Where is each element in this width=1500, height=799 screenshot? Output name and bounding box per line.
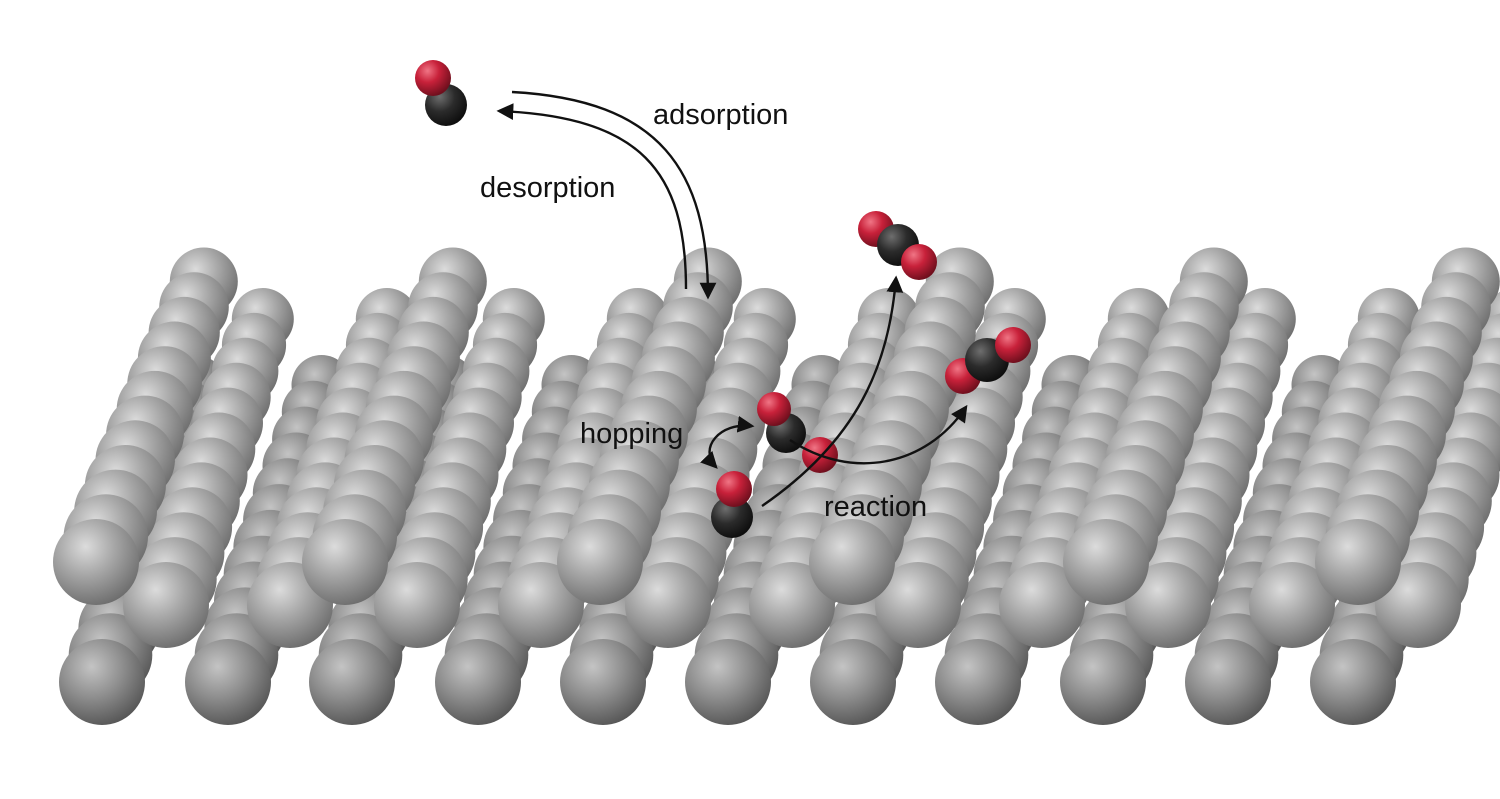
surface-atom (935, 639, 1021, 725)
surface-atom (1310, 639, 1396, 725)
reaction-arrow-desorbing (761, 275, 904, 507)
surface-atom (875, 562, 961, 648)
surface-atom (809, 519, 895, 605)
surface-atom (1185, 639, 1271, 725)
surface-atom (560, 639, 646, 725)
co-molecule-adsorbed-lower (711, 471, 753, 538)
surface-atom (810, 639, 896, 725)
surface-atom (185, 639, 271, 725)
adsorption-arrow (511, 90, 717, 300)
surface-atom (123, 562, 209, 648)
process-arrows (496, 90, 968, 507)
oxygen-atom (415, 60, 451, 96)
surface-atom (685, 639, 771, 725)
surface-atom (625, 562, 711, 648)
adsorption-label: adsorption (653, 99, 788, 131)
oxygen-atom (757, 392, 791, 426)
surface-atom (1375, 562, 1461, 648)
co2-molecule-forming (945, 327, 1031, 394)
co2-molecule-gas (858, 211, 937, 280)
surface-atom (1125, 562, 1211, 648)
hopping-arrow (700, 415, 755, 469)
co-molecule-gas (415, 60, 467, 126)
oxygen-atom (995, 327, 1031, 363)
metal-surface (53, 247, 1500, 725)
desorption-label: desorption (480, 172, 615, 204)
surface-atom (302, 519, 388, 605)
surface-atom (749, 562, 835, 648)
surface-layer-top (53, 247, 1500, 605)
surface-atom (435, 639, 521, 725)
hopping-label: hopping (580, 418, 683, 450)
carbon-atom (711, 496, 753, 538)
surface-atom (557, 519, 643, 605)
surface-atom (1315, 519, 1401, 605)
surface-atom (53, 519, 139, 605)
molecules (415, 60, 1031, 538)
surface-atom (1060, 639, 1146, 725)
surface-atom (1063, 519, 1149, 605)
surface-atom (498, 562, 584, 648)
reaction-label: reaction (824, 491, 927, 523)
oxygen-atom (716, 471, 752, 507)
surface-atom (309, 639, 395, 725)
surface-atom (374, 562, 460, 648)
process-labels: adsorption desorption hopping reaction (480, 99, 927, 523)
surface-atom (999, 562, 1085, 648)
desorption-arrow (496, 103, 688, 290)
oxygen-atom (901, 244, 937, 280)
reaction-arrow-forming (789, 404, 968, 465)
surface-atom (1249, 562, 1335, 648)
surface-atom (59, 639, 145, 725)
